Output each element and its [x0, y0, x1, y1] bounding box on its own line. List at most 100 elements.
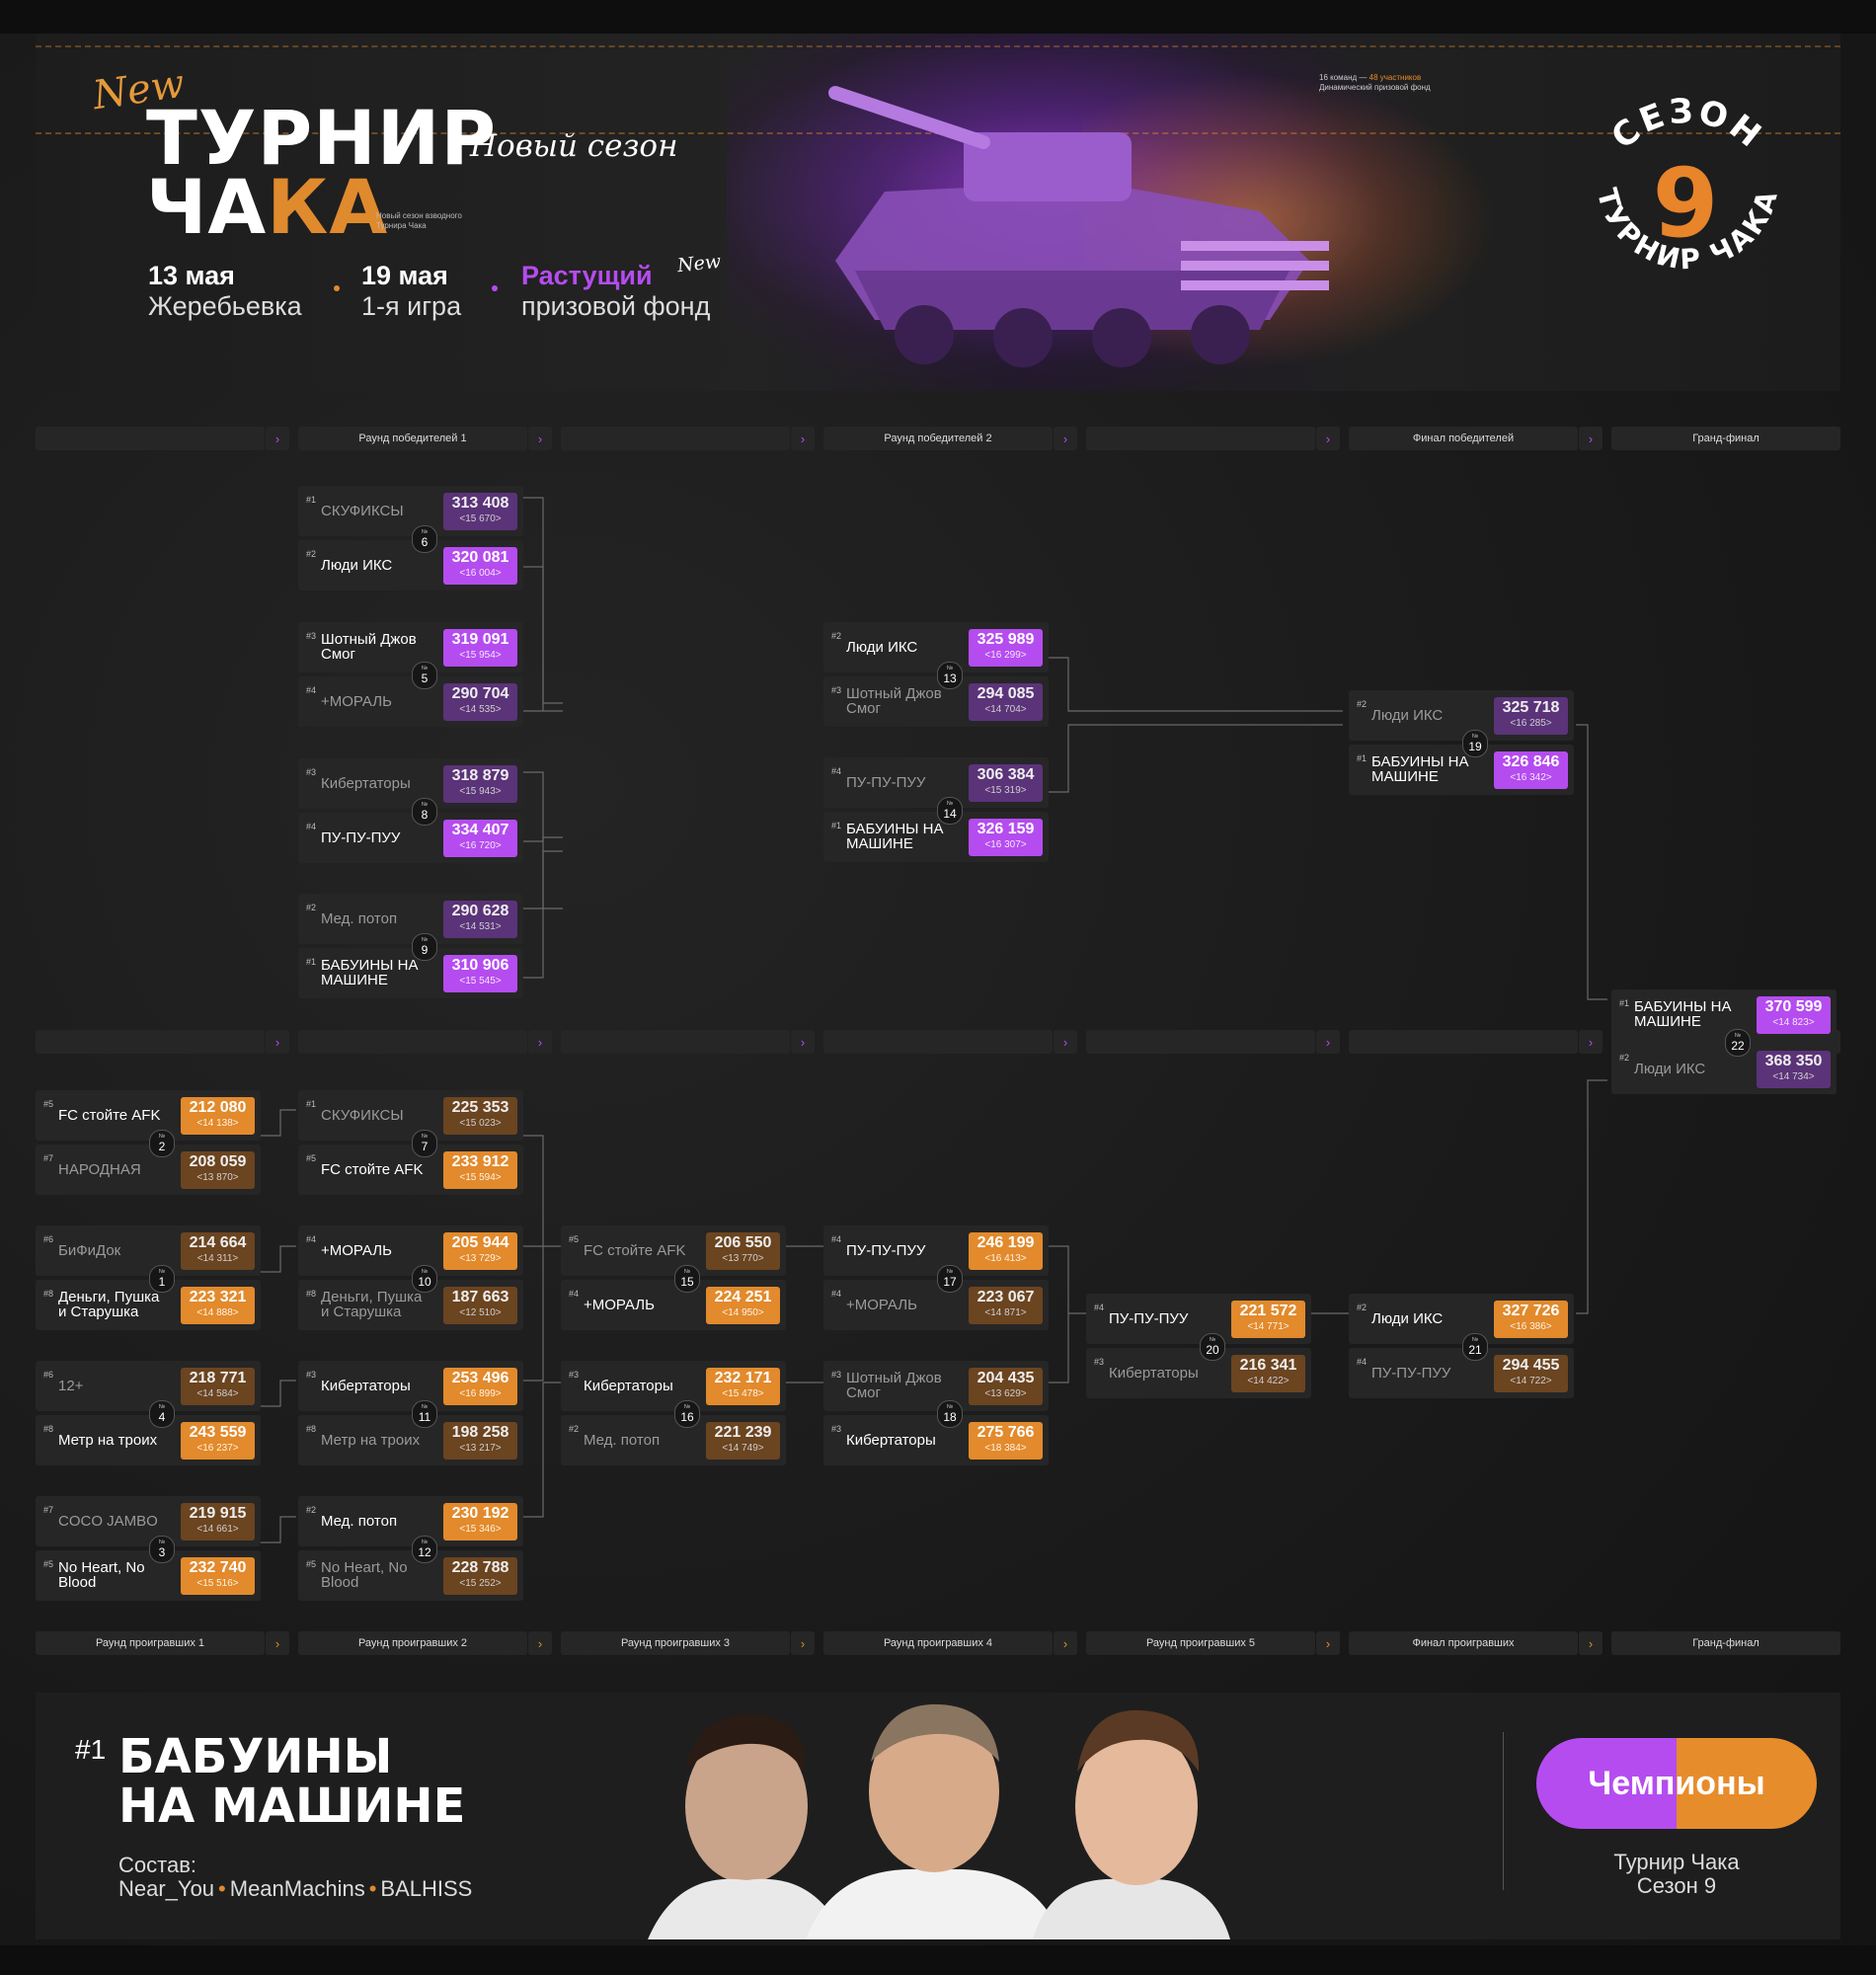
- prize-fund-label: призовой фонд: [521, 291, 711, 321]
- score-box: 294 455<14 722>: [1494, 1355, 1568, 1392]
- separator-dot: [334, 285, 340, 291]
- chevron-right-icon[interactable]: ›: [1316, 1030, 1340, 1054]
- chevron-right-icon[interactable]: ›: [1579, 1030, 1602, 1054]
- champion-name-line-1: БАБУИНЫ: [118, 1729, 393, 1784]
- chevron-right-icon[interactable]: ›: [1054, 1631, 1077, 1655]
- score-box: 216 341<14 422>: [1231, 1355, 1305, 1392]
- chevron-right-icon[interactable]: ›: [1579, 427, 1602, 450]
- title-line-2-orange: КА: [267, 163, 389, 251]
- title-line-1: ТУРНИР: [146, 94, 498, 182]
- score-box: 228 788<15 252>: [443, 1557, 517, 1595]
- team-name: Метр на троих: [58, 1432, 158, 1449]
- chevron-right-icon[interactable]: ›: [791, 1631, 815, 1655]
- chevron-right-icon[interactable]: ›: [1054, 1030, 1077, 1054]
- chevron-right-icon[interactable]: ›: [528, 1030, 552, 1054]
- chevron-right-icon[interactable]: ›: [266, 427, 289, 450]
- prize-fund: Растущий призовой фонд: [521, 261, 710, 322]
- seal-number: 9: [1653, 148, 1719, 259]
- score-box: 368 350<14 734>: [1757, 1051, 1831, 1088]
- dashed-line-top: [36, 45, 1840, 48]
- score-box: 253 496<16 899>: [443, 1368, 517, 1405]
- chevron-right-icon[interactable]: ›: [528, 427, 552, 450]
- chevron-right-icon[interactable]: ›: [1054, 427, 1077, 450]
- chevron-right-icon[interactable]: ›: [791, 427, 815, 450]
- chevron-right-icon[interactable]: ›: [266, 1631, 289, 1655]
- chevron-right-icon[interactable]: ›: [1579, 1631, 1602, 1655]
- chevron-right-icon[interactable]: ›: [266, 1030, 289, 1054]
- chevron-right-icon[interactable]: ›: [528, 1631, 552, 1655]
- chevron-right-icon[interactable]: ›: [1316, 1631, 1340, 1655]
- chevron-right-icon[interactable]: ›: [1316, 427, 1340, 450]
- chevron-right-icon[interactable]: ›: [791, 1030, 815, 1054]
